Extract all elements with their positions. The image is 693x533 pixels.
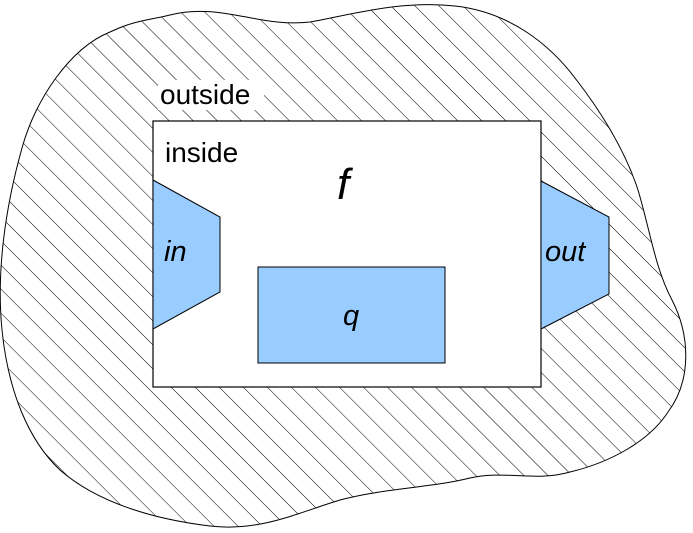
- outside-label-bg: [158, 80, 264, 110]
- output-port: [540, 180, 610, 330]
- input-port-label: in: [164, 236, 187, 268]
- input-port: [152, 179, 221, 330]
- inside-label: inside: [165, 137, 238, 168]
- state-box: [257, 266, 446, 364]
- state-label: q: [343, 300, 359, 332]
- outside-label: outside: [160, 79, 250, 110]
- output-port-label: out: [545, 236, 587, 268]
